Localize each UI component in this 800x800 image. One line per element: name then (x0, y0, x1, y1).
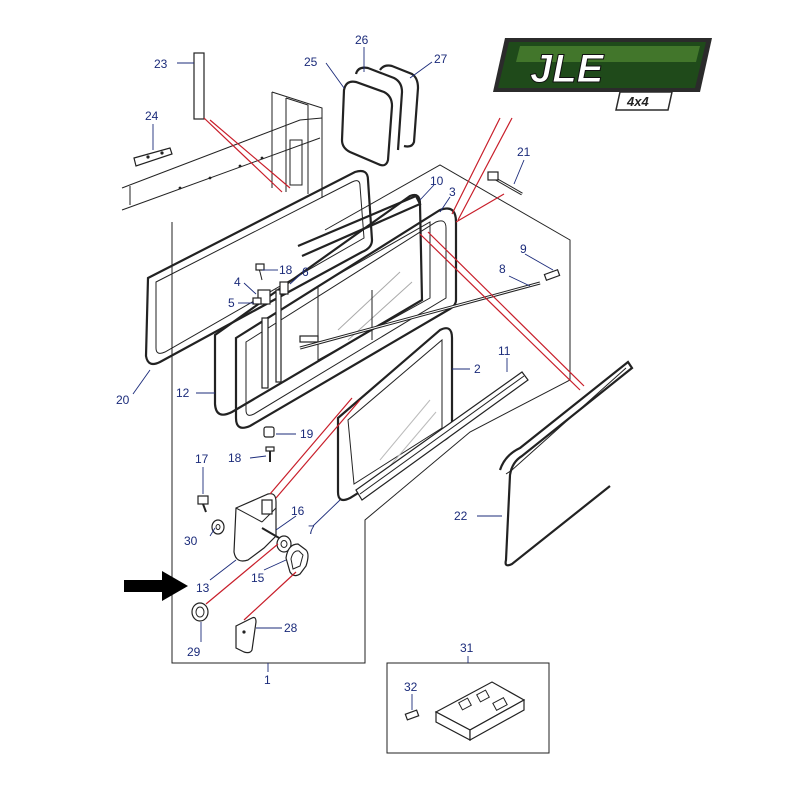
callout-17: 17 (195, 452, 209, 466)
leader-lines (132, 47, 554, 710)
callout-8: 8 (499, 262, 506, 276)
knob-16 (261, 527, 292, 553)
strip-23 (193, 52, 205, 120)
escutcheon-15 (285, 543, 309, 577)
assembly-outline (171, 164, 571, 664)
window-frame-3 (234, 194, 458, 429)
gasket-28 (235, 616, 257, 654)
bolt-21 (487, 171, 523, 196)
callout-19: 19 (300, 427, 314, 441)
callout-4: 4 (234, 275, 241, 289)
callout-29: 29 (187, 645, 201, 659)
channel-11 (355, 371, 529, 501)
callout-32: 32 (404, 680, 418, 694)
guide-lines (203, 117, 585, 621)
body-panel (121, 91, 323, 211)
callout-2: 2 (474, 362, 481, 376)
screw-17 (197, 495, 209, 513)
seal-20 (144, 169, 374, 366)
top-seals (340, 64, 420, 167)
catch-13 (233, 493, 277, 562)
callout-21: 21 (517, 145, 531, 159)
logo-text: JLE (530, 47, 605, 91)
callout-9: 9 (520, 242, 527, 256)
kit-box-31 (386, 662, 550, 754)
rod-8 (299, 269, 561, 350)
callout-20: 20 (116, 393, 130, 407)
callout-11: 11 (498, 344, 511, 358)
callout-7: 7 (308, 523, 315, 537)
frame-12 (213, 193, 424, 416)
arrow-right-icon (124, 571, 188, 601)
callout-25: 25 (304, 55, 318, 69)
callout-15: 15 (251, 571, 265, 585)
logo-subtext: 4x4 (626, 94, 649, 109)
callout-23: 23 (154, 57, 168, 71)
pins (263, 426, 275, 462)
callout-18-bottom: 18 (228, 451, 242, 465)
callout-28: 28 (284, 621, 298, 635)
callout-27: 27 (434, 52, 448, 66)
callout-12: 12 (176, 386, 190, 400)
callout-18-top: 18 (279, 263, 293, 277)
callout-3: 3 (449, 185, 456, 199)
block-24 (133, 147, 173, 167)
callout-1: 1 (264, 673, 271, 687)
latch-parts (252, 263, 289, 305)
brand-logo: JLE 4x4 (493, 38, 712, 111)
callout-13: 13 (196, 581, 210, 595)
callout-5: 5 (228, 296, 235, 310)
grommet-29 (191, 602, 209, 622)
callout-24: 24 (145, 109, 159, 123)
callout-16: 16 (291, 504, 305, 518)
washer-30 (211, 519, 225, 535)
callout-6: 6 (302, 265, 309, 279)
seal-22 (498, 360, 634, 567)
callout-numbers: 23 24 25 26 27 21 10 3 9 8 18 6 4 5 2 11… (116, 33, 531, 694)
callout-31: 31 (460, 641, 474, 655)
callout-26: 26 (355, 33, 369, 47)
callout-30: 30 (184, 534, 198, 548)
callout-10: 10 (430, 174, 444, 188)
callout-22: 22 (454, 509, 468, 523)
